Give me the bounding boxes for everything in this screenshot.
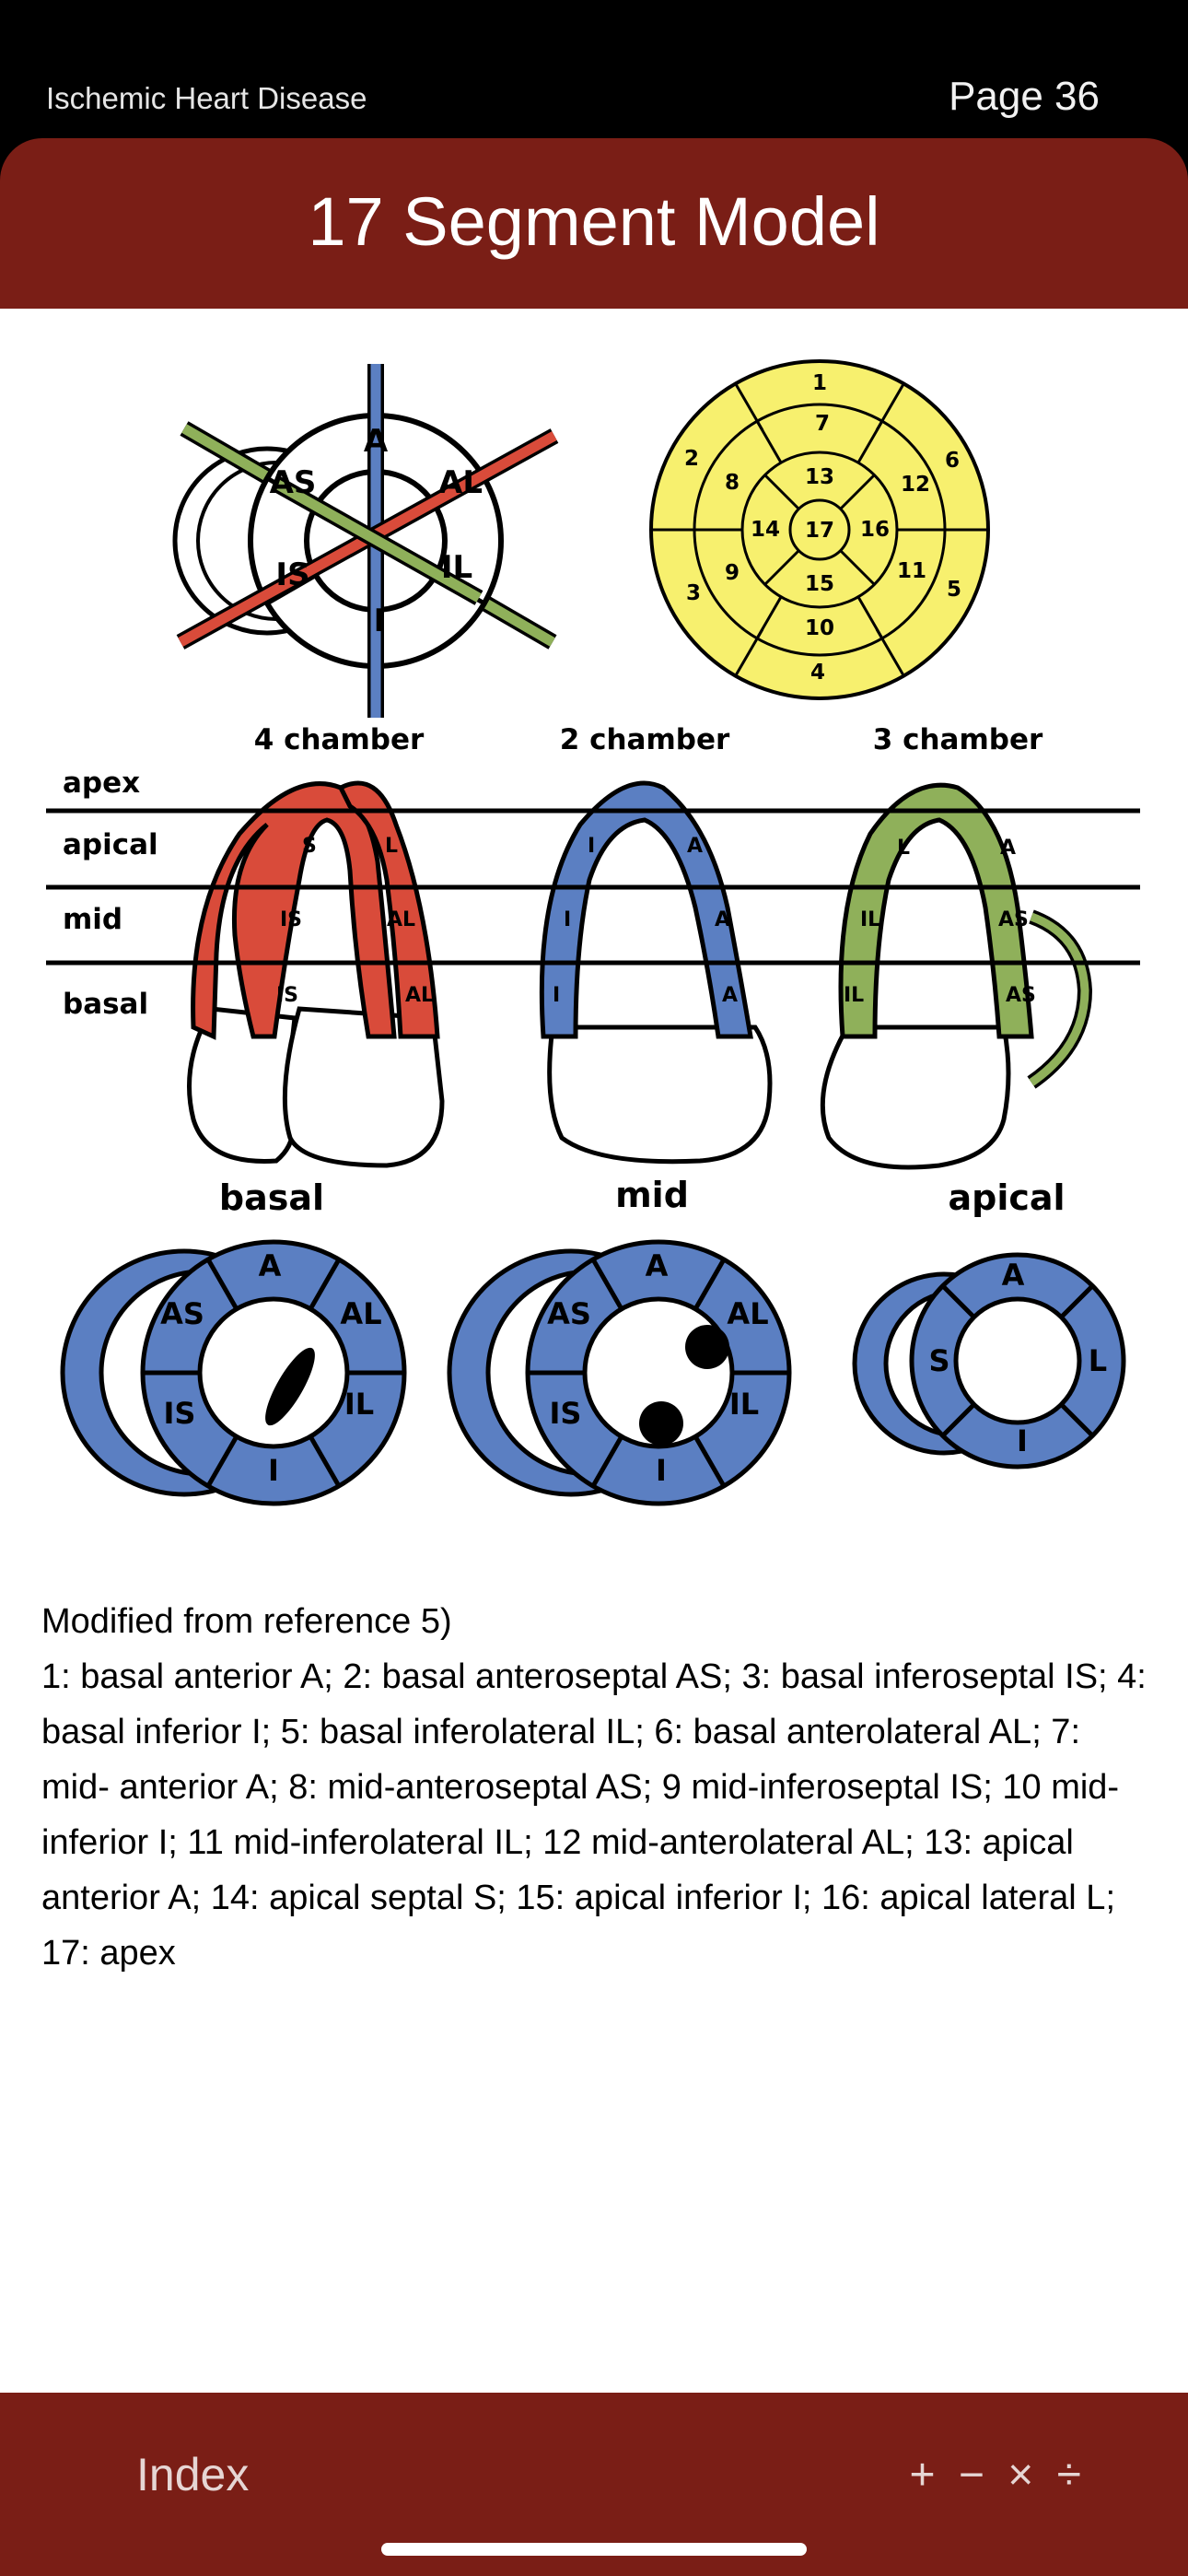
mid-ring-is: IS (550, 1396, 582, 1431)
chamber-label-3: 3 chamber (873, 723, 1043, 756)
segment-6: 6 (945, 449, 960, 473)
mid-short-axis: A AS AL IS IL I (447, 1239, 792, 1506)
page-title: 17 Segment Model (308, 183, 880, 260)
apical-ring-l: L (1089, 1343, 1107, 1378)
segment-17: 17 (805, 519, 834, 543)
segment-16: 16 (860, 518, 890, 542)
four-chamber-is-mid: IS (280, 908, 302, 931)
index-button[interactable]: Index (136, 2449, 250, 2500)
apical-ring-i: I (1017, 1423, 1028, 1458)
segment-10: 10 (805, 616, 834, 640)
three-chamber-as-basal: AS (1006, 984, 1036, 1007)
three-chamber-as-mid: AS (998, 908, 1029, 931)
chamber-label-4: 4 chamber (254, 723, 425, 756)
three-chamber-il-mid: IL (860, 908, 880, 931)
page-content: A AS AL IS IL I (0, 309, 1188, 2393)
segment-9: 9 (725, 561, 740, 585)
four-chamber-al-mid: AL (387, 908, 415, 931)
two-chamber-i-mid: I (564, 908, 571, 931)
figure-caption: Modified from reference 5) 1: basal ante… (41, 1594, 1156, 1981)
segment-8: 8 (725, 471, 740, 495)
basal-ring-a: A (259, 1248, 282, 1283)
three-chamber-l: L (897, 837, 910, 860)
two-chamber-i-basal: I (553, 984, 560, 1007)
axis-label-is: IS (275, 556, 309, 593)
short-axis-title-apical: apical (948, 1177, 1065, 1218)
two-chamber-a-basal: A (722, 984, 738, 1007)
axis-label-as: AS (270, 464, 317, 501)
bullseye-plot: 1 2 3 4 5 6 7 8 9 10 11 12 13 14 15 16 1… (649, 359, 990, 700)
segment-1: 1 (812, 371, 827, 395)
level-label-apex: apex (63, 767, 140, 800)
caption-source: Modified from reference 5) (41, 1602, 452, 1641)
segment-14: 14 (751, 518, 780, 542)
axis-label-i: I (374, 603, 386, 639)
segment-7: 7 (815, 412, 830, 436)
axis-label-al: AL (438, 464, 483, 501)
caption-body: 1: basal anterior A; 2: basal anterosept… (41, 1657, 1147, 1973)
short-axis-title-basal: basal (219, 1177, 324, 1218)
apical-ring-a: A (1002, 1258, 1025, 1293)
segment-4: 4 (810, 661, 825, 685)
mid-ring-i: I (656, 1453, 667, 1488)
mid-ring-as: AS (547, 1296, 591, 1331)
level-label-apical: apical (63, 828, 158, 861)
segment-model-figure: A AS AL IS IL I (46, 359, 1140, 1506)
level-label-basal: basal (63, 988, 148, 1021)
top-status-bar: Ischemic Heart Disease Page 36 (0, 0, 1188, 138)
four-chamber-al-basal: AL (405, 984, 434, 1007)
mid-ring-a: A (646, 1248, 669, 1283)
segment-5: 5 (947, 578, 961, 602)
basal-ring-il: IL (344, 1387, 374, 1422)
title-bar: 17 Segment Model (0, 138, 1188, 309)
basal-ring-as: AS (160, 1296, 204, 1331)
four-chamber-s: S (302, 835, 317, 858)
apical-ring-s: S (928, 1343, 949, 1378)
two-chamber-a-apical: A (687, 835, 703, 858)
axis-label-a: A (364, 423, 389, 460)
short-axis-title-mid: mid (615, 1175, 689, 1215)
four-chamber-view: S L IS AL IS AL (187, 780, 445, 1168)
axis-label-il: IL (441, 549, 472, 586)
three-chamber-il-basal: IL (844, 984, 864, 1007)
apical-short-axis: A S L I (852, 1252, 1126, 1469)
home-indicator[interactable] (381, 2543, 807, 2556)
segment-15: 15 (805, 572, 834, 596)
basal-ring-is: IS (164, 1396, 196, 1431)
segment-2: 2 (684, 447, 699, 471)
book-title: Ischemic Heart Disease (46, 81, 367, 115)
segment-13: 13 (805, 465, 834, 489)
segment-12: 12 (901, 473, 930, 497)
mid-ring-il: IL (729, 1387, 759, 1422)
three-chamber-view: L A IL AS IL AS (820, 782, 1093, 1170)
mid-ring-al: AL (727, 1296, 768, 1331)
basal-ring-al: AL (340, 1296, 381, 1331)
four-chamber-l: L (385, 835, 398, 858)
axis-orientation-diagram: A AS AL IS IL I (172, 364, 559, 718)
chamber-label-2: 2 chamber (560, 723, 730, 756)
segment-3: 3 (686, 581, 701, 605)
page-number: Page 36 (949, 74, 1100, 119)
calculator-button[interactable]: + − × ÷ (909, 2451, 1087, 2500)
segment-11: 11 (897, 559, 926, 583)
basal-short-axis: A AS AL IS IL I (60, 1239, 407, 1506)
level-label-mid: mid (63, 903, 122, 936)
four-chamber-is-basal: IS (276, 984, 298, 1007)
basal-ring-i: I (268, 1453, 279, 1488)
two-chamber-a-mid: A (715, 908, 730, 931)
two-chamber-i-apical: I (588, 835, 595, 858)
three-chamber-a: A (1000, 837, 1016, 860)
two-chamber-view: I A I A I A (539, 780, 773, 1165)
